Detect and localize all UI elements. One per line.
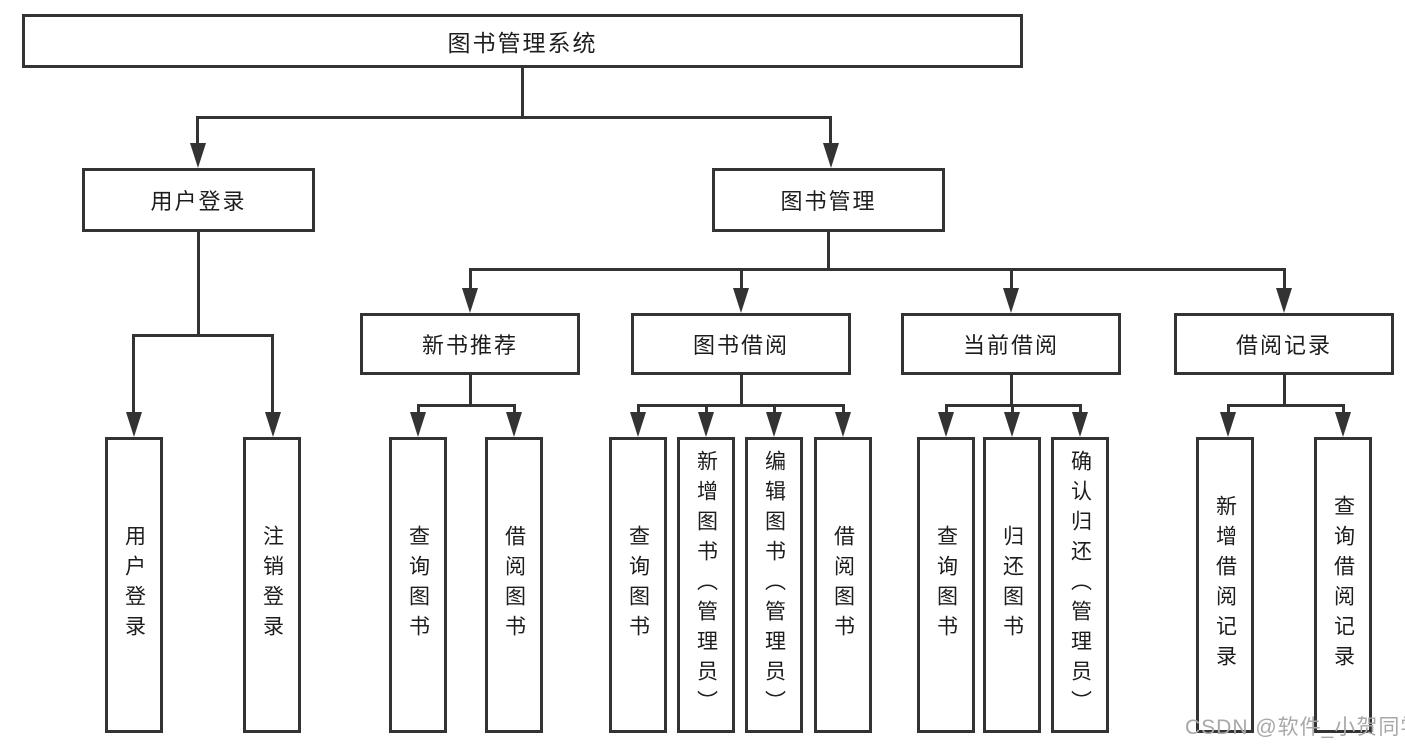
connector-drop-current-borrow — [1010, 268, 1013, 290]
connector-current-borrow-stem — [1010, 374, 1013, 406]
leaf-borrow-book-recommend: 借阅图书 — [485, 437, 543, 733]
leaf-user-login: 用户登录 — [105, 437, 163, 733]
leaf-add-book-admin: 新增图书（管理员） — [677, 437, 735, 733]
connector-drop — [417, 404, 420, 416]
arrow-down-icon — [190, 143, 206, 168]
arrow-down-icon — [698, 412, 714, 437]
arrow-down-icon — [1072, 412, 1088, 437]
leaf-query-book-current: 查询图书 — [917, 437, 975, 733]
leaf-label: 借阅图书 — [831, 525, 855, 645]
arrow-down-icon — [265, 412, 281, 437]
connector-drop — [1079, 404, 1082, 416]
connector-root-rail — [196, 116, 832, 119]
connector-drop-leaf-logout — [271, 334, 274, 412]
arrow-down-icon — [126, 412, 142, 437]
arrow-down-icon — [1003, 288, 1019, 313]
connector-user-login-stem — [197, 232, 200, 337]
connector-drop — [513, 404, 516, 416]
node-user-login-label: 用户登录 — [150, 189, 247, 214]
connector-book-management-rail — [469, 268, 1286, 271]
leaf-label: 归还图书 — [1000, 525, 1024, 645]
node-book-borrow-label: 图书借阅 — [692, 333, 789, 358]
leaf-borrow-book: 借阅图书 — [814, 437, 872, 733]
leaf-query-borrow-record: 查询借阅记录 — [1314, 437, 1372, 733]
leaf-label: 确认归还（管理员） — [1068, 450, 1092, 720]
connector-drop-book-management — [829, 116, 832, 148]
node-root-label: 图书管理系统 — [447, 30, 598, 56]
leaf-label: 编辑图书（管理员） — [762, 450, 786, 720]
connector-new-book-stem — [469, 374, 472, 406]
arrow-down-icon — [938, 412, 954, 437]
leaf-label: 用户登录 — [122, 525, 146, 645]
connector-drop-new-book — [469, 268, 472, 290]
node-book-management-label: 图书管理 — [780, 189, 877, 214]
leaf-label: 查询借阅记录 — [1331, 495, 1355, 675]
connector-book-borrow-stem — [740, 374, 743, 406]
leaf-query-book-recommend: 查询图书 — [389, 437, 447, 733]
connector-book-management-stem — [827, 232, 830, 270]
leaf-label: 查询图书 — [934, 525, 958, 645]
node-user-login: 用户登录 — [82, 168, 315, 232]
arrow-down-icon — [1335, 412, 1351, 437]
arrow-down-icon — [823, 143, 839, 168]
node-book-management: 图书管理 — [712, 168, 945, 232]
connector-drop — [1227, 404, 1230, 416]
leaf-label: 借阅图书 — [502, 525, 526, 645]
leaf-edit-book-admin: 编辑图书（管理员） — [745, 437, 803, 733]
leaf-label: 查询图书 — [406, 525, 430, 645]
arrow-down-icon — [835, 412, 851, 437]
connector-drop — [1342, 404, 1345, 416]
connector-drop — [842, 404, 845, 416]
connector-root-stem — [521, 68, 524, 118]
leaf-confirm-return-admin: 确认归还（管理员） — [1051, 437, 1109, 733]
connector-drop — [1011, 404, 1014, 416]
node-borrow-records-label: 借阅记录 — [1235, 333, 1332, 358]
node-new-book-recommend-label: 新书推荐 — [421, 333, 518, 358]
arrow-down-icon — [506, 412, 522, 437]
arrow-down-icon — [1004, 412, 1020, 437]
connector-user-login-rail — [132, 334, 274, 337]
leaf-label: 查询图书 — [626, 525, 650, 645]
arrow-down-icon — [766, 412, 782, 437]
connector-drop — [773, 404, 776, 416]
leaf-label: 新增图书（管理员） — [694, 450, 718, 720]
connector-drop — [945, 404, 948, 416]
connector-new-book-rail — [417, 404, 516, 407]
arrow-down-icon — [1220, 412, 1236, 437]
connector-borrow-records-rail — [1227, 404, 1345, 407]
connector-drop-user-login — [196, 116, 199, 148]
arrow-down-icon — [462, 288, 478, 313]
connector-borrow-records-stem — [1283, 374, 1286, 406]
leaf-label: 注销登录 — [260, 525, 284, 645]
node-current-borrow: 当前借阅 — [901, 313, 1121, 375]
arrow-down-icon — [733, 288, 749, 313]
node-borrow-records: 借阅记录 — [1174, 313, 1394, 375]
arrow-down-icon — [630, 412, 646, 437]
node-root: 图书管理系统 — [22, 14, 1023, 68]
leaf-logout: 注销登录 — [243, 437, 301, 733]
leaf-return-book: 归还图书 — [983, 437, 1041, 733]
connector-drop-borrow-records — [1283, 268, 1286, 290]
connector-drop-book-borrow — [740, 268, 743, 290]
node-new-book-recommend: 新书推荐 — [360, 313, 580, 375]
connector-drop — [705, 404, 708, 416]
arrow-down-icon — [410, 412, 426, 437]
csdn-watermark: CSDN @软件_小贺同学 — [1185, 716, 1405, 739]
leaf-add-borrow-record: 新增借阅记录 — [1196, 437, 1254, 733]
connector-drop-leaf-user-login — [132, 334, 135, 412]
leaf-label: 新增借阅记录 — [1213, 495, 1237, 675]
connector-book-borrow-rail — [637, 404, 845, 407]
node-book-borrow: 图书借阅 — [631, 313, 851, 375]
connector-drop — [637, 404, 640, 416]
node-current-borrow-label: 当前借阅 — [962, 333, 1059, 358]
leaf-query-book-borrow: 查询图书 — [609, 437, 667, 733]
arrow-down-icon — [1276, 288, 1292, 313]
